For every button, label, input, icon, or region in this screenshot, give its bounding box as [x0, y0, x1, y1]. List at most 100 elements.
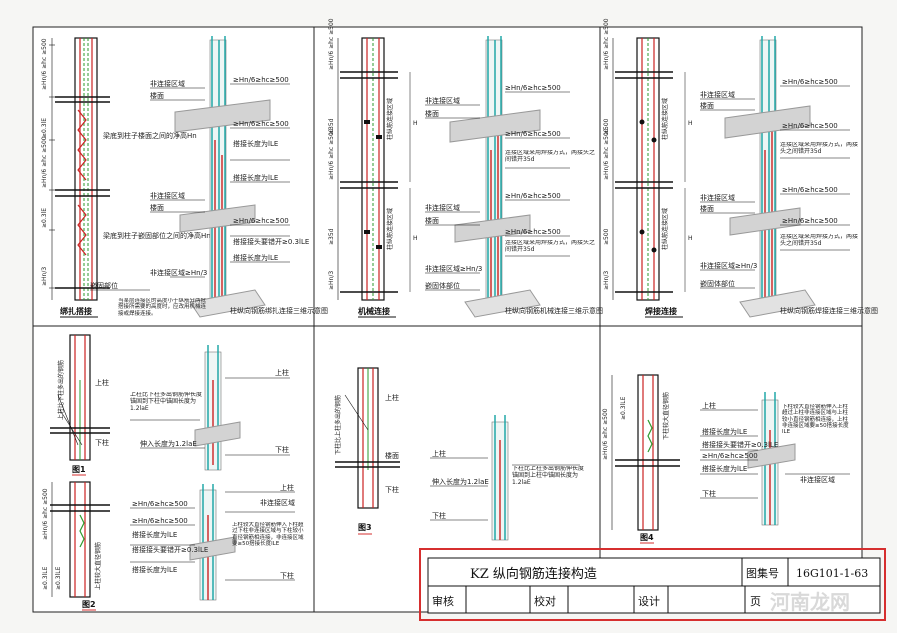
p2-feiqu-mid: 非连接区域	[425, 203, 460, 212]
p3-vtext1: 柱纵筋连接区域	[661, 98, 669, 140]
figure-1: 上柱比下柱多出的钢筋 上柱 下柱 图1 上柱 上柱比下柱多出钢筋伸长度锚固到下柱…	[50, 334, 290, 476]
p3-feiqu-top: 非连接区域	[700, 90, 735, 99]
p3-dim-d: ≥500	[603, 228, 610, 245]
p1-dim-e: ≥Hn/3	[41, 267, 48, 286]
f1-lower: 下柱	[95, 438, 109, 447]
panel-mechanical: ≥Hn/6 ≥hc ≥500 ≥35d ≥Hn/6 ≥hc ≥500 ≥35d …	[328, 18, 603, 318]
figure-3: 下柱比上柱多出的钢筋 上柱 下柱 楼面 图3 上柱 伸入长度为1.2laE 下柱…	[334, 367, 584, 541]
p2-caption: 机械连接	[358, 306, 390, 316]
p1-lap1: 搭接长度为lLE	[233, 139, 278, 148]
p2-h-upper: H	[413, 120, 418, 127]
p2-vtext2: 柱纵筋连接区域	[386, 208, 394, 250]
p1-hn3: ≥Hn/6≥hc≥500	[233, 217, 289, 225]
f4-feiqu: 非连接区域	[800, 475, 835, 484]
f2-l3b: ≥0.3lLE	[55, 566, 62, 590]
p2-feiqu-bot: 非连接区域≥Hn/3	[425, 264, 482, 273]
f3-vtext: 下柱比上柱多出的钢筋	[334, 395, 342, 455]
f2-hn: ≥Hn/6 ≥hc ≥500	[42, 488, 49, 540]
title-block: KZ 纵向钢筋连接构造 图集号 16G101-1-63 审核 校对 设计 页 河…	[419, 548, 886, 621]
p2-dim-d: ≥35d	[328, 228, 335, 245]
column-elevation	[74, 37, 98, 301]
p2-joint2: 连接区域采用焊接方式，两接头之间错开35d	[505, 240, 596, 253]
p2-vtext1: 柱纵筋连接区域	[386, 98, 394, 140]
f2-r4: 搭接接头要错开≥0.3lLE	[132, 545, 208, 554]
f1-upper: 上柱	[95, 378, 109, 387]
f4-lower: 下柱	[702, 489, 716, 498]
p2-slab-note: 柱纵向钢筋机械连接三维示意图	[505, 306, 603, 315]
title-block-review: 审核	[432, 594, 454, 608]
p1-hn2: ≥Hn/6≥hc≥500	[233, 120, 289, 128]
p3-embed: 嵌固体部位	[700, 279, 735, 288]
f3-upper-3d: 上柱	[432, 449, 446, 458]
f4-hn: ≥Hn/6 ≥hc ≥500	[602, 408, 609, 460]
p1-floor-mid: 楼面	[150, 203, 164, 212]
watermark-logo: 河南龙网	[770, 590, 850, 614]
f1-note: 上柱比下柱多出钢筋伸长度锚固到下柱中锚固长度为1.2laE	[130, 392, 202, 412]
p2-hn3: ≥Hn/6≥hc≥500	[505, 192, 561, 200]
title-block-title: KZ 纵向钢筋连接构造	[470, 566, 597, 582]
f4-r4: 搭接长度为lLE	[702, 464, 747, 473]
p3-hn3: ≥Hn/6≥hc≥500	[782, 186, 838, 194]
f3-note: 下柱比上柱多出钢筋伸长度锚固到上柱中锚固长度为1.2laE	[512, 466, 584, 486]
p3-dim-b: ≥500	[603, 118, 610, 135]
f4-r3: ≥Hn/6≥hc≥500	[702, 452, 758, 460]
p1-lap2: 搭接长度为lLE	[233, 173, 278, 182]
f4-note: 下柱较大直径钢筋伸入上柱超过上柱非连接区域与上柱较小直径钢筋相连接，上柱非连接区…	[782, 404, 849, 436]
f2-note: 上柱较大直径钢筋伸入下柱超过下柱非连接区域与下柱较小直径钢筋相连接，非连接区域要…	[232, 522, 304, 547]
f2-r1: ≥Hn/6≥hc≥500	[132, 500, 188, 508]
p1-dim-b: ≥0.3lE	[41, 118, 48, 138]
p3-h-upper: H	[688, 120, 693, 127]
f2-r2: ≥Hn/6≥hc≥500	[132, 517, 188, 525]
p1-feiqu-mid: 非连接区域	[150, 191, 185, 200]
figure-2: ≥Hn/6 ≥hc ≥500 ≥0.3lLE ≥0.3lLE 上柱较大直径钢筋 …	[42, 481, 304, 611]
p1-hn1: ≥Hn/6≥hc≥500	[233, 76, 289, 84]
p2-floor-top: 楼面	[425, 109, 439, 118]
p2-h-lower: H	[413, 235, 418, 242]
p1-slab-note: 柱纵向钢筋绑扎连接三维示意图	[230, 306, 328, 315]
f1-lower-3d: 下柱	[275, 445, 289, 454]
p1-lap4: 搭接长度为lLE	[233, 253, 278, 262]
f2-caption: 图2	[82, 600, 96, 609]
figure-4: ≥Hn/6 ≥hc ≥500 ≥0.3lLE 下柱较大直径钢筋 图4 上柱 下柱…	[602, 374, 850, 544]
p3-joint2: 连接区域采用焊接方式，两接头之间错开35d	[780, 234, 859, 247]
f2-vtext: 上柱较大直径钢筋	[94, 542, 102, 590]
p1-note3: 当某层连接区的高度小于纵筋分两批搭接所需要的高度时，应改用机械连接或焊接连接。	[118, 298, 207, 317]
panel-welded: ≥Hn/6 ≥hc ≥500 ≥500 ≥Hn/6 ≥hc ≥500 ≥500 …	[603, 18, 878, 318]
f3-anchor: 伸入长度为1.2laE	[432, 477, 489, 486]
p3-vtext2: 柱纵筋连接区域	[661, 208, 669, 250]
p1-lap3: 搭接接头要错开≥0.3lLE	[233, 237, 309, 246]
f2-upper: 上柱	[280, 483, 294, 492]
f3-lower: 下柱	[385, 485, 399, 494]
f3-upper: 上柱	[385, 393, 399, 402]
p1-feiqu-bot: 非连接区域≥Hn/3	[150, 268, 207, 277]
f4-upper: 上柱	[702, 401, 716, 410]
p1-feiqu-top: 非连接区域	[150, 79, 185, 88]
p3-joint1: 连接区域采用焊接方式，两接头之间错开35d	[780, 142, 859, 155]
p2-hn4: ≥Hn/6≥hc≥500	[505, 228, 561, 236]
outer-frame	[32, 26, 863, 613]
p1-dim-a: ≥Hn/6 ≥hc ≥500	[41, 38, 48, 90]
p1-slab-top	[174, 99, 271, 133]
p1-note2: 梁底到柱子嵌固部位之间的净高Hn	[103, 231, 211, 240]
p2-hn1: ≥Hn/6≥hc≥500	[505, 84, 561, 92]
p1-slab-mid	[179, 204, 256, 233]
title-block-highlight	[419, 548, 886, 621]
f2-r5: 搭接长度为lLE	[132, 565, 177, 574]
p2-dim-b: ≥35d	[328, 118, 335, 135]
p3-dim-c: ≥Hn/6 ≥hc ≥500	[603, 128, 610, 180]
p2-joint1: 连接区域采用焊接方式，两接头之间错开35d	[505, 150, 596, 163]
f2-feiqu: 非连接区域	[260, 498, 295, 507]
p3-feiqu-bot: 非连接区域≥Hn/3	[700, 261, 757, 270]
f1-vtext: 上柱比下柱多出的钢筋	[57, 360, 65, 420]
title-block-atlas-no: 16G101-1-63	[796, 567, 868, 580]
p1-floor-top: 楼面	[150, 91, 164, 100]
p2-floor-mid: 楼面	[425, 216, 439, 225]
f3-caption: 图3	[358, 523, 372, 532]
title-block-page: 页	[750, 595, 761, 608]
p1-dim-d: ≥0.3lE	[41, 208, 48, 228]
p1-dim-c: ≥Hn/6 ≥hc ≥500	[41, 136, 48, 188]
f2-lower: 下柱	[280, 571, 294, 580]
p3-floor-mid: 楼面	[700, 204, 714, 213]
p3-hn4: ≥Hn/6≥hc≥500	[782, 217, 838, 225]
